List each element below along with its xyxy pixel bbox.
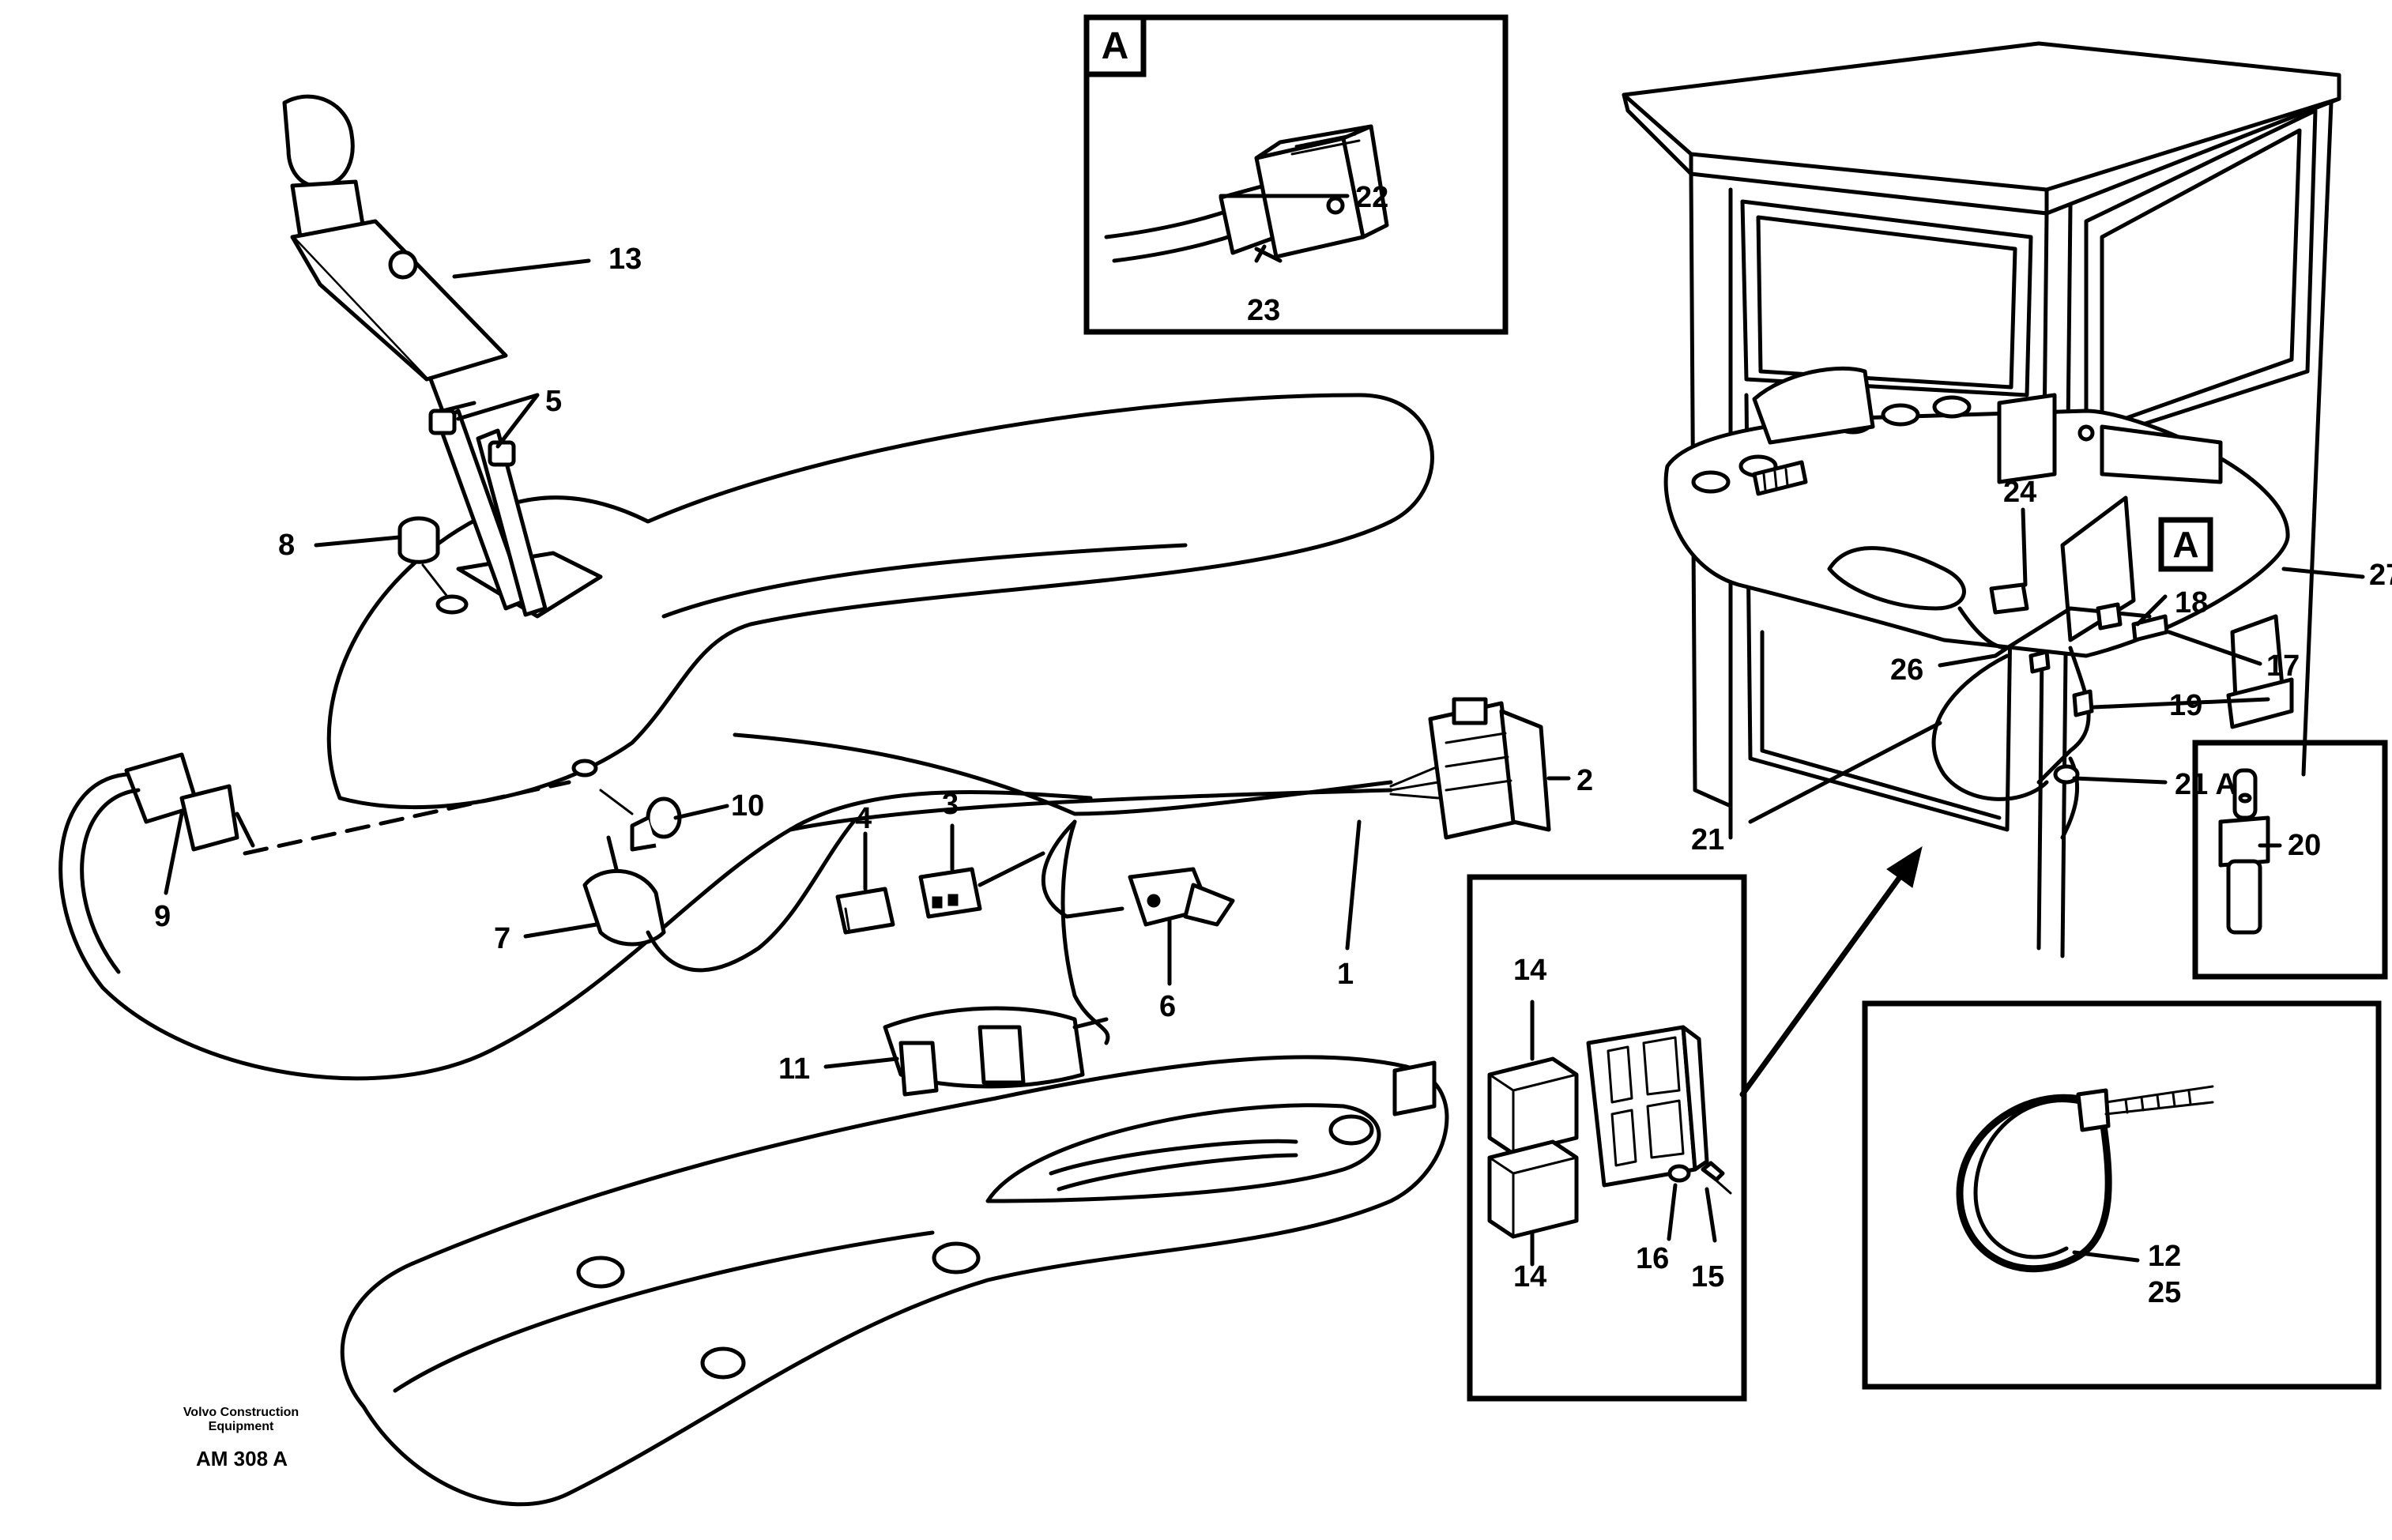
footer-drawing-code: AM 308 A — [196, 1447, 288, 1470]
callout-1: 1 — [1337, 958, 1354, 991]
callout-14-bottom: 14 — [1513, 1260, 1546, 1293]
cable-tie-detail-box — [1862, 1000, 2382, 1390]
switch-7 — [582, 819, 856, 973]
callout-21a: 21 A — [2175, 768, 2237, 801]
armrest-upper-cover — [243, 393, 1434, 856]
callout-3: 3 — [942, 788, 959, 821]
footer-company-line1: Volvo Construction — [183, 1406, 299, 1419]
callout-8: 8 — [278, 529, 295, 562]
callout-13: 13 — [608, 243, 642, 276]
callout-24: 24 — [2003, 476, 2036, 509]
connector-3 — [918, 851, 1045, 919]
control-lever-13 — [282, 94, 508, 413]
operator-cab: A — [1622, 41, 2341, 958]
callout-27: 27 — [2369, 559, 2392, 592]
knob-10 — [599, 789, 682, 852]
callout-20: 20 — [2288, 829, 2321, 862]
callout-12: 12 — [2148, 1240, 2181, 1273]
relay-location-arrow — [1739, 845, 1923, 1098]
connector-2 — [1428, 697, 1551, 840]
callout-17: 17 — [2266, 650, 2300, 683]
callout-21: 21 — [1691, 823, 1724, 857]
callout-7: 7 — [494, 922, 510, 955]
lever-arms-5 — [428, 409, 548, 617]
detail-a-box: A — [1083, 14, 1509, 335]
relay-holder-11 — [883, 1006, 1109, 1097]
callout-26: 26 — [1890, 653, 1923, 687]
callout-16: 16 — [1636, 1242, 1669, 1275]
knob-8 — [397, 516, 469, 615]
switch-9 — [58, 752, 1093, 1081]
callout-14-top: 14 — [1513, 954, 1546, 987]
callout-11: 11 — [778, 1052, 810, 1086]
callout-6: 6 — [1159, 990, 1176, 1023]
footer: Volvo Construction Equipment AM 308 A — [183, 1406, 299, 1470]
callout-labels: 13 5 8 10 9 7 4 3 6 11 1 2 22 23 14 14 1… — [154, 181, 2392, 1309]
pin-detail-box — [2192, 740, 2388, 980]
callout-10: 10 — [731, 789, 764, 823]
footer-company-line2: Equipment — [209, 1420, 274, 1433]
bracket-6 — [1128, 867, 1235, 927]
callout-23: 23 — [1247, 294, 1280, 327]
detail-a-title: A — [1102, 25, 1129, 67]
callout-2: 2 — [1576, 764, 1593, 797]
callout-19: 19 — [2169, 689, 2202, 722]
callout-18: 18 — [2175, 586, 2208, 619]
callout-25: 25 — [2148, 1276, 2181, 1309]
cab-detail-a-marker: A — [2172, 524, 2198, 565]
wire-harness-1 — [733, 732, 1440, 1045]
callout-9: 9 — [154, 900, 171, 933]
leader-lines — [164, 194, 2365, 1267]
callout-15: 15 — [1691, 1260, 1724, 1293]
callout-5: 5 — [545, 385, 562, 418]
armrest-lower-shell — [340, 1055, 1449, 1507]
relay-detail-box — [1467, 874, 1747, 1402]
callout-22: 22 — [1355, 181, 1388, 214]
connector-4 — [835, 887, 895, 935]
callout-4: 4 — [855, 802, 872, 835]
